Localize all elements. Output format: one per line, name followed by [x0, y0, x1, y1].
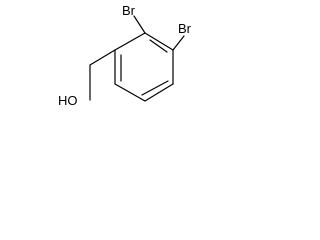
ring-double-bond-inner-1 [149, 39, 168, 53]
bond-to-bromine-2 [172, 35, 185, 51]
ring-bond-1 [114, 32, 146, 51]
ring-bond-4 [144, 83, 174, 102]
bromine-label-2: Br [178, 21, 192, 36]
benzene-ring [114, 32, 174, 102]
diagram-canvas: Br Br HO [0, 0, 210, 120]
molecular-structure: Br Br HO [58, 3, 192, 108]
ring-double-bond-inner-3 [141, 80, 169, 96]
ring-bond-2 [144, 32, 174, 51]
hydroxyl-label: HO [58, 93, 78, 108]
bond-to-ch2 [89, 49, 116, 66]
ring-bond-5 [114, 83, 146, 102]
bromine-label-1: Br [122, 3, 136, 18]
bond-to-bromine-1 [133, 15, 146, 34]
